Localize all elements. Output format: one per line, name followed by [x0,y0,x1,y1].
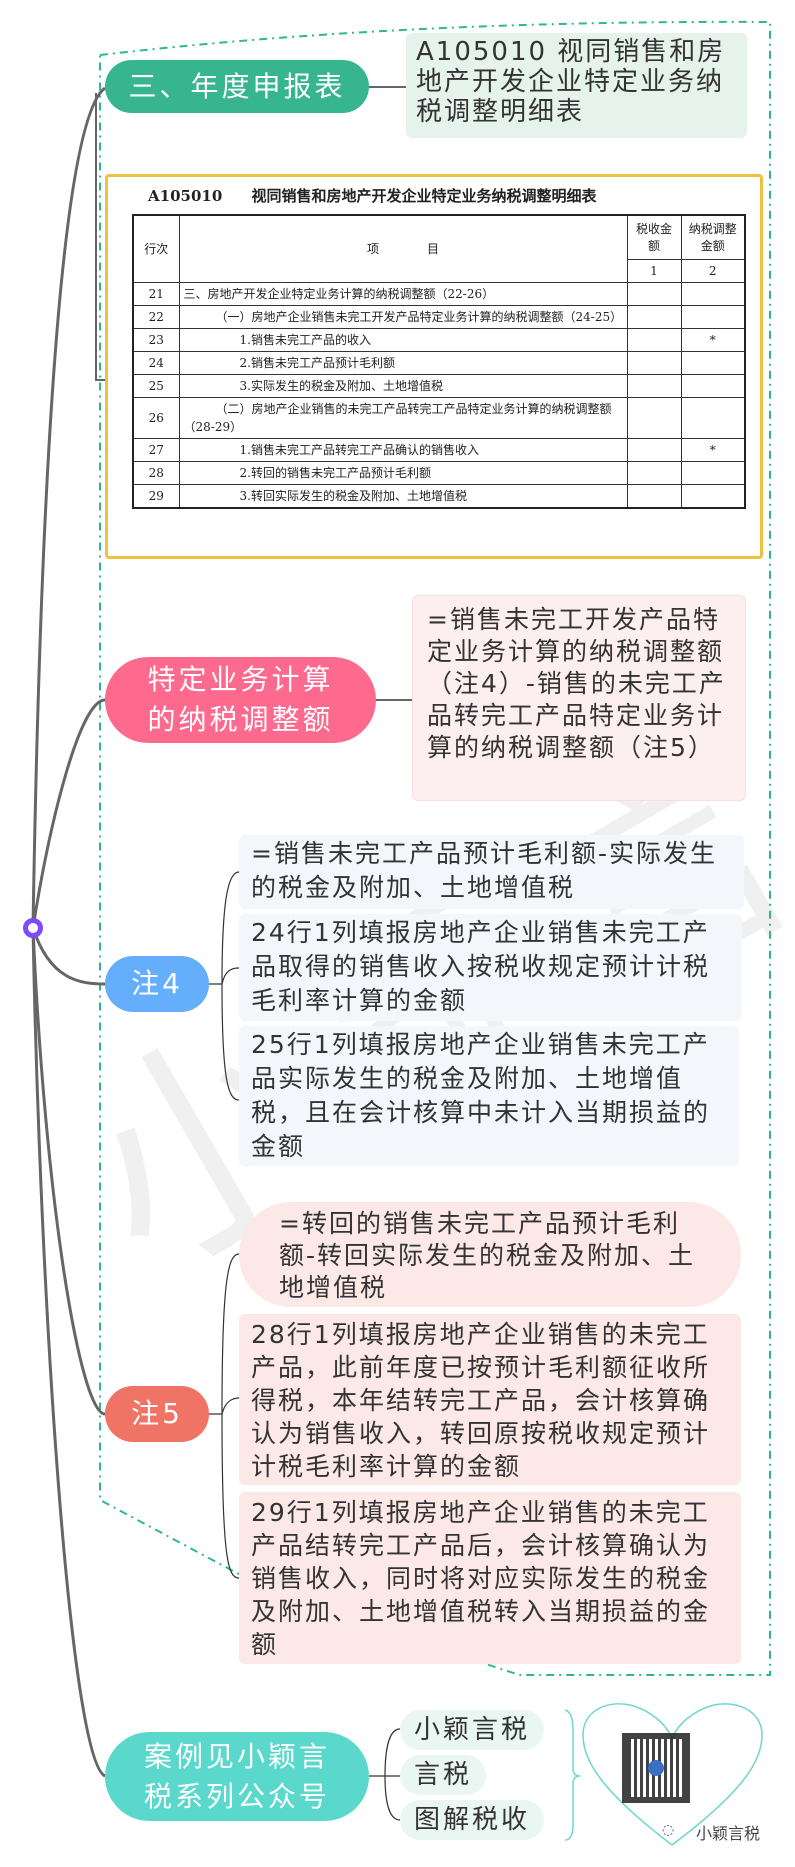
note5-item[interactable]: =转回的销售未完工产品预计毛利额-转回实际发生的税金及附加、土地增值税 [239,1202,741,1307]
row-col2 [680,396,746,439]
row-item: 三、房地产开发企业特定业务计算的纳税调整额（22-26） [178,281,628,306]
row-item: （一）房地产企业销售未完工开发产品特定业务计算的纳税调整额（24-25） [178,304,628,329]
qr-caption: 小颖言税 [696,1824,761,1843]
table-row: 22 （一）房地产企业销售未完工开发产品特定业务计算的纳税调整额（24-25） [132,304,746,329]
form-name-text: A105010 视同销售和房地产开发企业特定业务纳税调整明细表 [416,37,726,127]
note4-item[interactable]: 24行1列填报房地产企业销售未完工产品取得的销售收入按税收规定预计计税毛利率计算… [239,914,742,1021]
row-number: 26 [132,396,180,439]
row-item: 2.转回的销售未完工产品预计毛利额 [178,460,628,485]
table-frame: A105010 视同销售和房地产开发企业特定业务纳税调整明细表 行次 项 目 税… [105,174,763,559]
row-item: 2.销售未完工产品预计毛利额 [178,350,628,375]
table-code: A105010 [148,187,223,205]
row-col1 [626,483,682,508]
node-note5[interactable]: 注5 [105,1386,209,1442]
note5-item[interactable]: 29行1列填报房地产企业销售的未完工产品结转完工产品后，会计核算确认为销售收入，… [239,1492,741,1664]
table-row: 28 2.转回的销售未完工产品预计毛利额 [132,460,746,485]
row-col2 [680,304,746,329]
row-col1 [626,281,682,306]
header-col2-no: 2 [680,258,746,283]
note-text: 25行1列填报房地产企业销售未完工产品实际发生的税金及附加、土地增值税，且在会计… [251,1030,711,1161]
node-note4[interactable]: 注4 [105,956,209,1012]
row-col2 [680,281,746,306]
row-col1 [626,437,682,462]
note4-item[interactable]: 25行1列填报房地产企业销售未完工产品实际发生的税金及附加、土地增值税，且在会计… [239,1026,739,1166]
header-col2: 纳税调整金额 [680,214,746,260]
header-col1-no: 1 [626,258,682,283]
row-col1 [626,373,682,398]
note-text: 29行1列填报房地产企业销售的未完工产品结转完工产品后，会计核算确认为销售收入，… [251,1498,711,1659]
row-number: 28 [132,460,180,485]
node-special-business[interactable]: 特定业务计算的纳税调整额 [105,657,376,743]
table-row: 24 2.销售未完工产品预计毛利额 [132,350,746,375]
node-case-reference[interactable]: 案例见小颖言税系列公众号 [105,1732,369,1821]
note-text: 24行1列填报房地产企业销售未完工产品取得的销售收入按税收规定预计计税毛利率计算… [251,918,711,1015]
row-number: 27 [132,437,180,462]
row-col1 [626,327,682,352]
formula-text: =销售未完工开发产品特定业务计算的纳税调整额（注4）-销售的未完工产品转完工产品… [427,605,726,762]
node-label: 案例见小颖言税系列公众号 [143,1739,330,1813]
note-text: =销售未完工产品预计毛利额-实际发生的税金及附加、土地增值税 [251,839,717,902]
adjustment-table: 行次 项 目 税收金额 纳税调整金额 1 2 21 三、房地产开发企业特定业务计… [132,214,746,509]
row-col1 [626,350,682,375]
note-text: 28行1列填报房地产企业销售的未完工产品，此前年度已按预计毛利额征收所得税，本年… [251,1320,711,1481]
row-col1 [626,396,682,439]
header-item: 项 目 [178,214,628,283]
row-item: 3.转回实际发生的税金及附加、土地增值税 [178,483,628,508]
row-col2: * [680,437,746,462]
leaf-yanshui[interactable]: 言税 [400,1755,487,1795]
wechat-icon: ◌ [662,1822,675,1838]
row-number: 24 [132,350,180,375]
note4-item[interactable]: =销售未完工产品预计毛利额-实际发生的税金及附加、土地增值税 [239,835,744,909]
row-item: 1.销售未完工产品的收入 [178,327,628,352]
header-col1: 税收金额 [626,214,682,260]
node-label: 三、年度申报表 [128,69,346,103]
note-text: =转回的销售未完工产品预计毛利额-转回实际发生的税金及附加、土地增值税 [279,1209,696,1302]
row-item: （二）房地产企业销售的未完工产品转完工产品特定业务计算的纳税调整额（28-29） [178,396,628,439]
note5-item[interactable]: 28行1列填报房地产企业销售的未完工产品，此前年度已按预计毛利额征收所得税，本年… [239,1314,741,1485]
node-label: 特定业务计算的纳税调整额 [147,663,334,736]
row-item: 1.销售未完工产品转完工产品确认的销售收入 [178,437,628,462]
leaf-tujie-shuishou[interactable]: 图解税收 [400,1800,545,1840]
row-number: 25 [132,373,180,398]
node-label: 注4 [131,967,183,1000]
row-number: 23 [132,327,180,352]
leaf-xiaoying-yanshui[interactable]: 小颖言税 [400,1710,545,1750]
row-col2: * [680,327,746,352]
qr-logo [648,1760,664,1776]
row-col2 [680,483,746,508]
row-number: 21 [132,281,180,306]
table-title: 视同销售和房地产开发企业特定业务纳税调整明细表 [251,187,597,205]
row-col1 [626,460,682,485]
node-label: 注5 [131,1397,183,1430]
row-col1 [626,304,682,329]
row-number: 29 [132,483,180,508]
row-col2 [680,460,746,485]
form-name-box[interactable]: A105010 视同销售和房地产开发企业特定业务纳税调整明细表 [406,33,747,138]
root-node[interactable] [23,918,43,938]
table-row: 29 3.转回实际发生的税金及附加、土地增值税 [132,483,746,508]
row-col2 [680,373,746,398]
row-item: 3.实际发生的税金及附加、土地增值税 [178,373,628,398]
table-row: 21 三、房地产开发企业特定业务计算的纳税调整额（22-26） [132,281,746,306]
node-annual-declaration[interactable]: 三、年度申报表 [105,60,369,113]
table-row: 23 1.销售未完工产品的收入 * [132,327,746,352]
table-row: 25 3.实际发生的税金及附加、土地增值税 [132,373,746,398]
table-row: 26 （二）房地产企业销售的未完工产品转完工产品特定业务计算的纳税调整额（28-… [132,396,746,439]
special-formula-box[interactable]: =销售未完工开发产品特定业务计算的纳税调整额（注4）-销售的未完工产品转完工产品… [412,595,746,801]
row-number: 22 [132,304,180,329]
table-row: 27 1.销售未完工产品转完工产品确认的销售收入 * [132,437,746,462]
header-row-no: 行次 [132,214,180,283]
row-col2 [680,350,746,375]
